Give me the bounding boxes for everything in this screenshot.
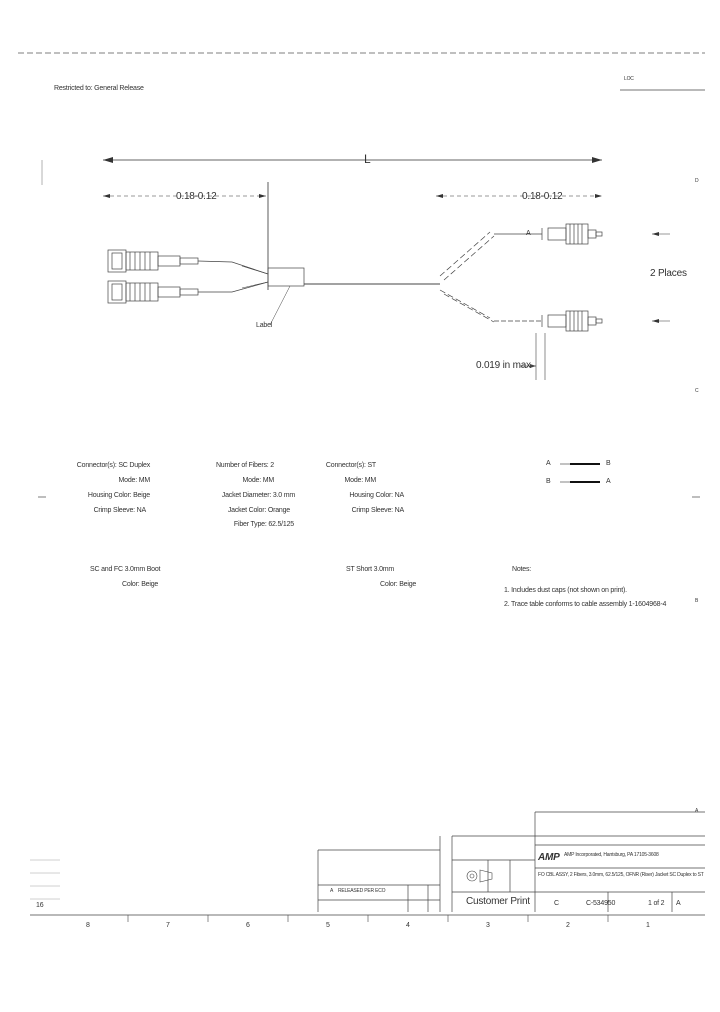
drawing-number: C-534950 (586, 900, 616, 907)
revision-date: 16 (36, 902, 44, 909)
overall-length-label: L (364, 152, 371, 166)
grid-row-c: C (695, 388, 699, 394)
release-status: Restricted to: General Release (54, 85, 144, 92)
drawing-description: FO CBL ASSY, 2 Fibers, 3.0mm, 62.5/125, … (538, 872, 704, 878)
grid-column-5: 5 (326, 922, 330, 929)
company-logo: AMP (538, 852, 560, 863)
grid-column-8: 8 (86, 922, 90, 929)
jacket-color-spec: Jacket Color: Orange (227, 507, 290, 514)
note-1: 1. Includes dust caps (not shown on prin… (504, 587, 627, 594)
drawing-revision: A (676, 900, 681, 907)
left-housing-spec: Housing Color: Beige (87, 492, 150, 499)
note-2: 2. Trace table conforms to cable assembl… (504, 601, 667, 608)
grid-row-b: B (695, 598, 699, 604)
fiber-count-spec: Number of Fibers: 2 (215, 462, 274, 469)
left-breakout-dimension: 0.18-0.12 (176, 191, 217, 202)
grid-column-7: 7 (166, 922, 170, 929)
company-address: AMP Incorporated, Harrisburg, PA 17105-3… (564, 852, 659, 858)
right-breakout-dimension: 0.18-0.12 (522, 191, 563, 202)
fiber-tag: A (526, 230, 531, 237)
revision-description: RELEASED PER ECO (338, 888, 386, 894)
sheet-number: 1 of 2 (648, 900, 665, 907)
polarity-row1-to: B (606, 460, 611, 467)
notes-title: Notes: (512, 566, 532, 573)
grid-column-3: 3 (486, 922, 490, 929)
places-callout: 2 Places (650, 268, 687, 279)
polarity-row1-from: A (546, 460, 551, 467)
grid-column-1: 1 (646, 922, 650, 929)
clearance-dimension: 0.019 in max (476, 360, 531, 371)
cable-mode-spec: Mode: MM (242, 477, 275, 484)
right-connector-spec: Connector(s): ST (325, 462, 376, 469)
grid-column-4: 4 (406, 922, 410, 929)
customer-print-label: Customer Print (466, 896, 530, 907)
revision-letter: A (330, 888, 334, 894)
right-mode-spec: Mode: MM (344, 477, 377, 484)
grid-row-a: A (695, 808, 699, 814)
drawing-size: C (554, 900, 559, 907)
polarity-row2-to: A (606, 478, 611, 485)
label-callout: Label (256, 322, 273, 329)
grid-row-d: D (695, 178, 699, 184)
right-housing-spec: Housing Color: NA (349, 492, 404, 499)
right-crimp-spec: Crimp Sleeve: NA (351, 507, 405, 514)
fiber-type-spec: Fiber Type: 62.5/125 (233, 521, 294, 528)
right-boot-color: Color: Beige (380, 581, 417, 588)
left-crimp-spec: Crimp Sleeve: NA (93, 507, 147, 514)
grid-column-2: 2 (566, 922, 570, 929)
grid-column-6: 6 (246, 922, 250, 929)
left-connector-spec: Connector(s): SC Duplex (76, 462, 150, 469)
polarity-row2-from: B (546, 478, 551, 485)
jacket-diameter-spec: Jacket Diameter: 3.0 mm (221, 492, 295, 499)
left-mode-spec: Mode: MM (118, 477, 151, 484)
left-boot-color: Color: Beige (122, 581, 159, 588)
left-boot-title: SC and FC 3.0mm Boot (90, 566, 161, 573)
right-boot-title: ST Short 3.0mm (346, 566, 395, 573)
top-right-code: LOC (624, 76, 634, 82)
